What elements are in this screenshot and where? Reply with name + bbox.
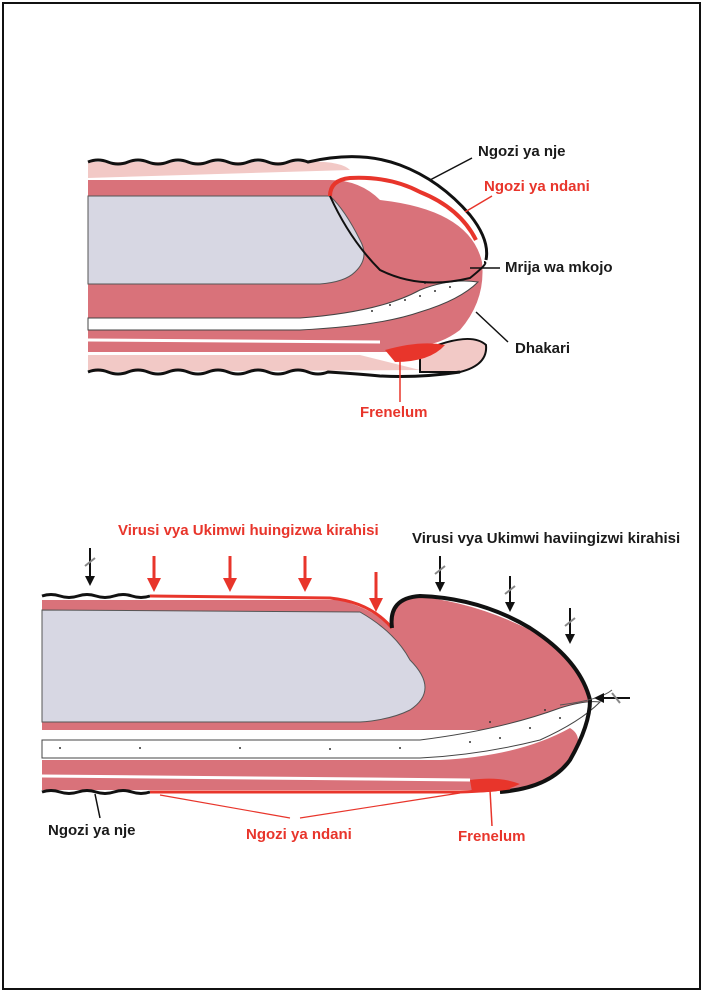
label-hiv-not-easily: Virusi vya Ukimwi haviingizwi kirahisi [412,530,680,547]
label-frenulum-bottom: Frenelum [458,828,526,845]
black-arrow-3 [505,576,515,612]
leader-outer-skin-bottom [95,794,100,818]
leader-frenulum-bottom [490,790,492,826]
top-shaft-core [88,196,364,284]
red-arrow-1 [147,556,161,592]
label-outer-skin-bottom: Ngozi ya nje [48,822,136,839]
label-inner-skin-bottom: Ngozi ya ndani [246,826,352,843]
leader-inner-skin-bottom-1 [160,795,290,818]
label-outer-skin-top: Ngozi ya nje [478,143,566,160]
label-hiv-enters-easily: Virusi vya Ukimwi huingizwa kirahisi [118,522,379,539]
label-frenulum-top: Frenelum [360,404,428,421]
red-arrow-2 [223,556,237,592]
leader-outer-skin-top [430,158,472,180]
black-arrow-4 [565,608,575,644]
label-inner-skin-top: Ngozi ya ndani [484,178,590,195]
black-arrow-1 [85,548,95,586]
bottom-outer-skin-line-left [42,595,150,598]
top-bottom-skin-line [88,370,460,377]
black-arrow-2 [435,556,445,592]
top-lower-white-line [88,340,380,342]
leader-inner-skin-bottom-2 [300,793,460,818]
leader-glans-top [476,312,508,342]
red-arrow-3 [298,556,312,592]
bottom-shaft-core [42,610,425,722]
label-glans-top: Dhakari [515,340,570,357]
bottom-outer-skin-line-bottom [42,791,150,794]
red-arrow-4 [369,572,383,612]
label-urethra-top: Mrija wa mkojo [505,259,613,276]
top-outer-skin-band [88,162,350,178]
leader-inner-skin-top [465,196,492,212]
